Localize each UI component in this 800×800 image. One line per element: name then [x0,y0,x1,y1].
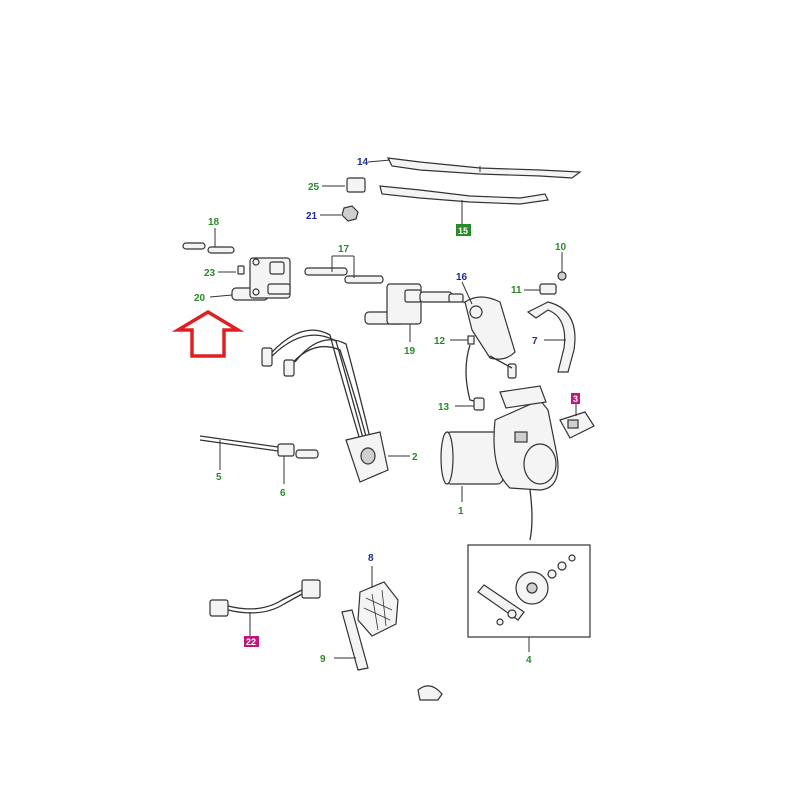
callout-16: 16 [456,272,468,283]
part-wiper-switch [357,566,399,637]
callout-8: 8 [368,553,374,564]
callout-17: 17 [338,244,350,255]
part-motor-strap [526,301,576,373]
part-drive-rack-cable [199,435,286,470]
svg-text:15: 15 [458,226,468,236]
part-cable-ferrule [277,443,319,484]
part-pins-right [304,255,384,284]
callout-21: 21 [306,211,318,222]
part-arm-clip [322,177,366,193]
part-nut [320,205,359,222]
callout-23: 23 [204,268,216,279]
callout-10: 10 [555,242,567,253]
boxed-callout-3: 3 [571,393,580,404]
part-gear-kit [467,544,591,652]
part-partial-bottom [417,685,443,701]
callout-25: 25 [308,182,320,193]
part-gearbox-cover [450,281,517,379]
part-wiper-arm [379,185,549,224]
red-outline-arrow-up-icon [171,309,245,358]
part-wiper-motor [440,385,559,541]
callout-14: 14 [357,157,369,168]
boxed-callout-22: 22 [244,636,259,647]
callout-labels: 14 25 21 18 17 23 16 10 11 20 12 7 19 13… [194,157,567,666]
part-harness-connector [209,579,321,636]
callout-4: 4 [526,655,532,666]
part-wire-clip [455,344,485,411]
callout-7: 7 [532,336,538,347]
part-wiring-harness [261,329,410,483]
callout-9: 9 [320,654,326,665]
callout-12: 12 [434,336,446,347]
part-switch-lever [334,609,369,671]
boxed-callout-15: 15 [456,224,471,236]
svg-text:22: 22 [246,637,256,647]
callout-11: 11 [511,285,522,296]
part-mount-bracket [524,283,557,295]
part-small-clip [218,265,245,275]
callout-20: 20 [194,293,206,304]
callout-5: 5 [216,472,222,483]
callout-6: 6 [280,488,286,499]
callout-13: 13 [438,402,450,413]
part-pins-left [182,228,235,254]
part-bolt [557,252,567,281]
callout-19: 19 [404,346,416,357]
part-damper-pad [559,404,595,439]
part-wheelbox-left [209,257,291,301]
callout-18: 18 [208,217,220,228]
callout-1: 1 [458,506,464,517]
callout-2: 2 [412,452,418,463]
part-wheelbox-right [364,283,453,342]
part-wiper-blade [367,157,582,179]
svg-text:3: 3 [573,394,578,404]
